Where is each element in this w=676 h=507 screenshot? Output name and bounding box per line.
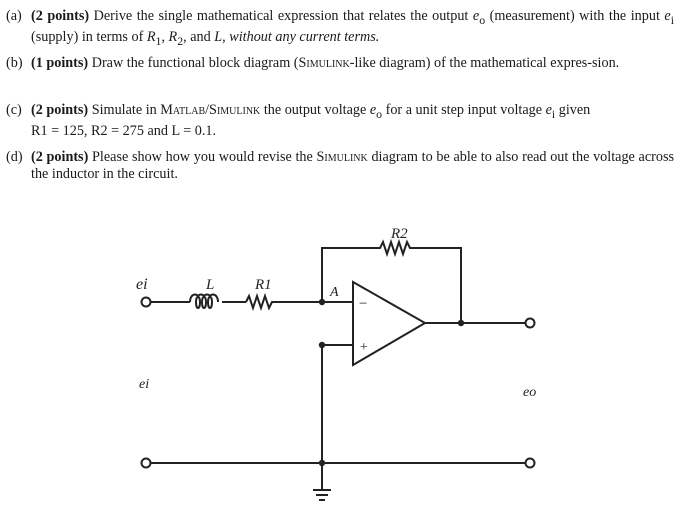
var: L (214, 28, 223, 45)
question-d: (d) (2 points) Please show how you would… (6, 149, 674, 183)
text: -like diagram) of the mathematical expre… (349, 55, 620, 71)
node-a (318, 298, 326, 306)
node (318, 341, 326, 349)
label-eo: eo (523, 385, 536, 400)
text: Simulink (316, 149, 368, 165)
inductor (189, 293, 219, 309)
text: Matlab/Simulink (160, 102, 261, 118)
sub: o (376, 106, 383, 121)
text: R1 = 125, R2 = 275 and L = 0.1. (31, 122, 217, 139)
op-amp (352, 280, 428, 367)
input-ground-terminal (140, 457, 152, 469)
output-terminal (524, 317, 536, 329)
output-ground-terminal (524, 457, 536, 469)
node (318, 459, 326, 467)
label-plus: + (359, 340, 368, 355)
input-terminal (140, 296, 152, 308)
text: , (222, 28, 230, 45)
question-a-points: (2 points) (31, 8, 90, 24)
sub: 2 (177, 33, 184, 48)
text: , and (183, 28, 215, 45)
question-c-label: (c) (6, 102, 22, 118)
text: , (161, 28, 169, 45)
node (457, 319, 465, 327)
question-a: (a) (2 points) Derive the single mathema… (6, 8, 674, 50)
var: R (168, 28, 178, 45)
text: diagram to be able to also read out the … (31, 149, 674, 182)
plus-input-wire (321, 344, 353, 490)
feedback-resistor-r2 (321, 238, 462, 323)
var: R (146, 28, 156, 45)
text: Please show how you would revise the (92, 149, 317, 165)
label-ei-handwritten: ei (136, 276, 148, 293)
label-r1: R1 (254, 277, 272, 293)
text: Draw the functional block diagram ( (91, 55, 299, 71)
sub: 1 (155, 33, 162, 48)
question-b-points: (1 points) (31, 55, 89, 71)
text: the output voltage (260, 102, 370, 118)
resistor-r1 (245, 292, 353, 312)
question-d-label: (d) (6, 149, 23, 165)
label-r2: R2 (390, 226, 408, 242)
var: e (472, 8, 480, 24)
text: (supply) in terms of (31, 28, 147, 45)
label-ei: ei (139, 377, 149, 392)
text: Simulink (298, 55, 350, 71)
emphasis: without any current terms. (229, 28, 380, 45)
text: for a unit step input voltage (382, 102, 546, 118)
sub: i (670, 12, 674, 27)
var: e (369, 102, 377, 118)
var: e (664, 8, 671, 24)
question-a-label: (a) (6, 8, 22, 24)
label-a: A (329, 285, 339, 300)
sub: i (551, 106, 556, 121)
text: Simulate in (91, 102, 161, 118)
question-d-points: (2 points) (31, 149, 89, 165)
label-minus: − (358, 296, 368, 312)
label-l: L (205, 277, 214, 293)
sub: o (479, 12, 486, 27)
question-b: (b) (1 points) Draw the functional block… (6, 55, 674, 72)
question-c: (c) (2 points) Simulate in Matlab/Simuli… (6, 102, 674, 140)
question-c-points: (2 points) (31, 102, 89, 118)
text: given (555, 102, 591, 118)
question-b-label: (b) (6, 55, 23, 71)
text: Derive the single mathematical expressio… (93, 8, 473, 24)
var: e (545, 102, 552, 118)
text: (measurement) with the input (485, 8, 665, 24)
